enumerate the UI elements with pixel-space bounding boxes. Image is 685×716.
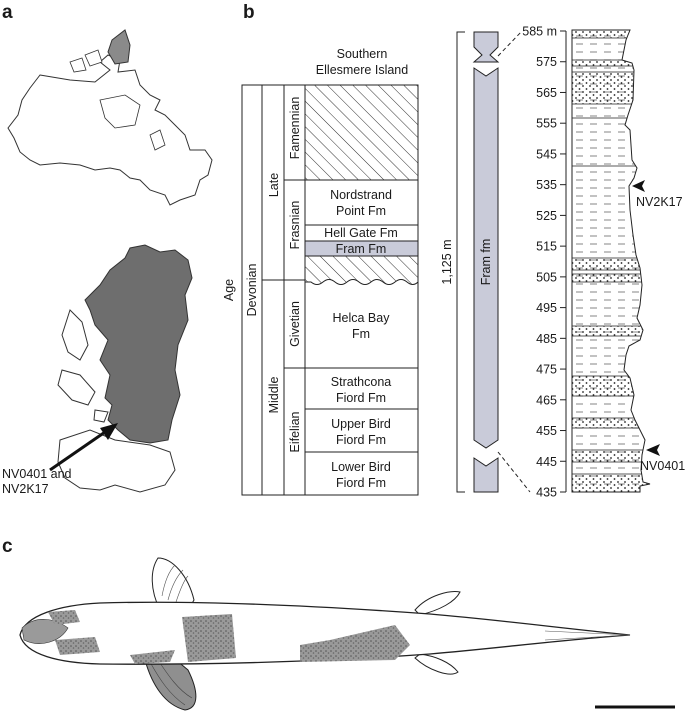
marker-lower-arrow xyxy=(646,444,660,456)
section-tick-label: 495 xyxy=(536,301,557,315)
fram-formation-bar: Fram fm xyxy=(472,30,531,493)
section-tick-label: 555 xyxy=(536,117,557,131)
region-title-line-1: Southern xyxy=(337,47,388,61)
map-label-line-2: NV2K17 xyxy=(2,482,49,496)
formation-nordstrand-line-2: Point Fm xyxy=(336,204,386,218)
panel-label-b: b xyxy=(243,2,255,23)
formation-fram: Fram Fm xyxy=(336,242,387,256)
section-tick-label: 455 xyxy=(536,424,557,438)
section-tick-label: 445 xyxy=(536,455,557,469)
formation-lower-bird-line-2: Fiord Fm xyxy=(336,476,386,490)
region-title-line-2: Ellesmere Island xyxy=(316,63,408,77)
canada-outline-map xyxy=(7,29,213,206)
period-devonian: Devonian xyxy=(245,264,259,317)
tiktaalik-reconstruction xyxy=(19,557,631,711)
epoch-late: Late xyxy=(267,173,281,197)
location-arrow xyxy=(49,423,118,472)
section-tick-label: 505 xyxy=(536,270,557,284)
measured-section-column xyxy=(571,29,651,493)
marker-upper-label: NV2K17 xyxy=(636,195,683,209)
stage-eifelian: Eifelian xyxy=(288,411,302,452)
formation-helca-bay-line-2: Fm xyxy=(352,327,370,341)
age-label: Age xyxy=(222,279,236,301)
formation-hell-gate: Hell Gate Fm xyxy=(324,226,398,240)
section-tick-label: 485 xyxy=(536,332,557,346)
formation-nordstrand-line-1: Nordstrand xyxy=(330,188,392,202)
marker-nv2k17: NV2K17 xyxy=(632,180,683,209)
marker-lower-label: NV0401 xyxy=(640,459,685,473)
map-label-line-1: NV0401 and xyxy=(2,467,72,481)
formation-upper-bird-line-1: Upper Bird xyxy=(331,417,391,431)
map-label: NV0401 and NV2K17 xyxy=(2,467,72,496)
panel-label-a: a xyxy=(2,2,13,23)
section-tick-label: 565 xyxy=(536,86,557,100)
region-title: Southern Ellesmere Island xyxy=(316,47,408,77)
section-tick-label: 585 m xyxy=(522,25,557,39)
epoch-middle: Middle xyxy=(267,377,281,414)
stage-givetian: Givetian xyxy=(288,301,302,347)
ellesmere-island-map xyxy=(57,244,193,493)
fram-bar-label: Fram fm xyxy=(479,239,493,286)
stratigraphy-table: Age Devonian Late Middle Famennian Frasn… xyxy=(222,84,419,496)
marker-nv0401: NV0401 xyxy=(640,444,685,473)
fram-thickness-bracket: 1,125 m xyxy=(440,31,465,493)
section-depth-axis: 585 m 575 565 555 545 535 525 515 505 495 485 475 46… xyxy=(522,25,567,500)
formation-lower-bird-line-1: Lower Bird xyxy=(331,460,391,474)
marker-upper-arrow xyxy=(632,180,645,192)
section-tick-label: 515 xyxy=(536,240,557,254)
section-tick-label: 535 xyxy=(536,178,557,192)
section-tick-label: 575 xyxy=(536,55,557,69)
formation-strathcona-line-1: Strathcona xyxy=(331,375,392,389)
formation-helca-bay-line-1: Helca Bay xyxy=(333,311,391,325)
fram-thickness-label: 1,125 m xyxy=(440,239,454,284)
section-tick-label: 435 xyxy=(536,486,557,500)
section-tick-label: 545 xyxy=(536,147,557,161)
stage-famennian: Famennian xyxy=(288,97,302,160)
section-tick-label: 475 xyxy=(536,363,557,377)
formation-upper-bird-line-2: Fiord Fm xyxy=(336,433,386,447)
section-tick-label: 525 xyxy=(536,209,557,223)
section-tick-label: 465 xyxy=(536,393,557,407)
stage-frasnian: Frasnian xyxy=(288,201,302,250)
panel-label-c: c xyxy=(2,536,13,557)
formation-strathcona-line-2: Fiord Fm xyxy=(336,391,386,405)
